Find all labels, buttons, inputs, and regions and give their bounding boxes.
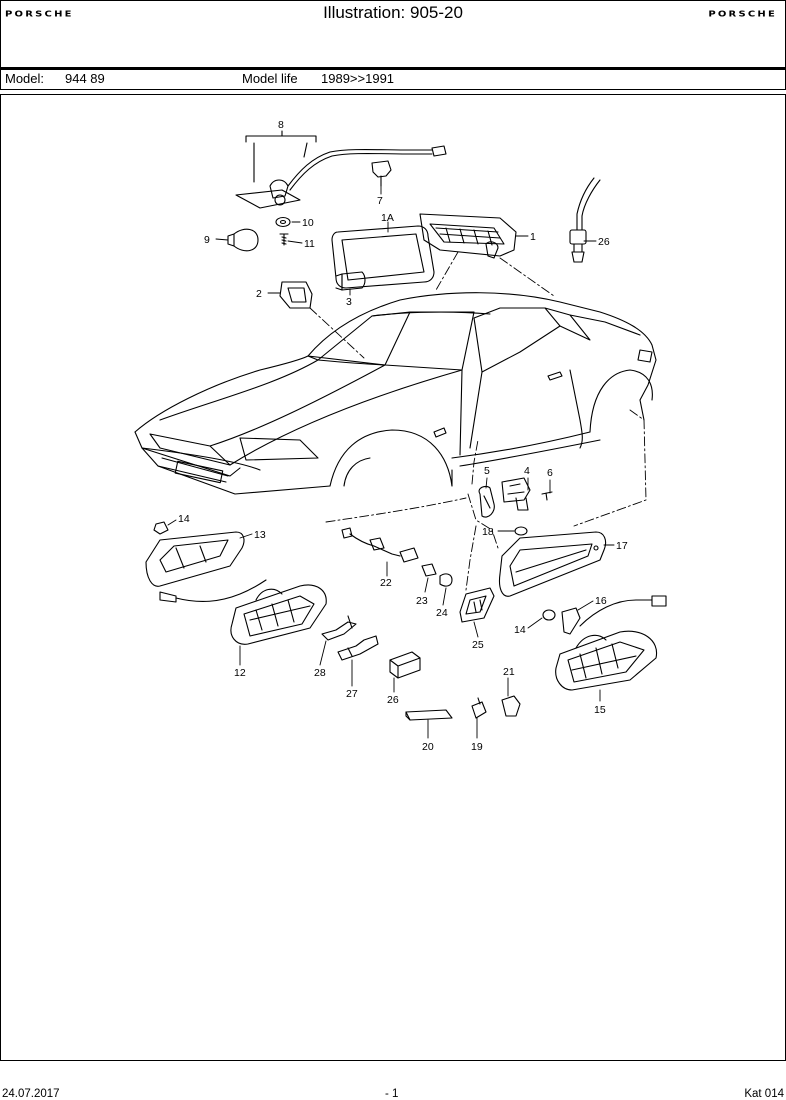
callout-1a: 1A xyxy=(381,212,394,224)
part-20-strip xyxy=(405,709,453,721)
callout-labels: 8 7 10 9 11 1A 1 26 2 3 5 4 6 14 13 18 1… xyxy=(178,119,628,753)
part-24-bulb xyxy=(439,573,453,587)
callout-16: 16 xyxy=(595,595,607,607)
callout-20: 20 xyxy=(422,741,434,753)
callout-26-connector: 26 xyxy=(387,694,399,706)
callout-21: 21 xyxy=(503,666,515,678)
part-2-lamp-housing xyxy=(279,281,313,309)
part-9-bulb xyxy=(227,228,259,252)
callout-17: 17 xyxy=(616,540,628,552)
part-13-marker-housing-left xyxy=(145,531,245,587)
callout-2: 2 xyxy=(256,288,262,300)
part-5-switch-boot xyxy=(478,485,495,518)
callout-8: 8 xyxy=(278,119,284,131)
connector-right xyxy=(651,595,667,607)
part-25-marker-lens xyxy=(459,587,495,623)
part-21-clip xyxy=(501,695,521,717)
porsche-logo-right: PORSCHE xyxy=(708,10,777,19)
model-value: 944 89 xyxy=(65,71,105,86)
part-3-bulb xyxy=(335,271,366,291)
part-11-screw xyxy=(279,233,289,246)
part-26-connector xyxy=(389,651,421,679)
callout-7: 7 xyxy=(377,195,383,207)
part-7-clip xyxy=(371,160,392,187)
callout-24: 24 xyxy=(436,607,448,619)
callout-14-right: 14 xyxy=(514,624,526,636)
model-life-value: 1989>>1991 xyxy=(321,71,395,86)
part-26-sensor xyxy=(569,177,601,263)
part-8-interior-light-assembly xyxy=(235,130,447,209)
callout-leaders xyxy=(167,185,615,739)
part-23-socket xyxy=(421,563,437,577)
callout-27: 27 xyxy=(346,688,358,700)
callout-3: 3 xyxy=(346,296,352,308)
part-12-turn-signal-left xyxy=(230,584,327,645)
part-6-screw xyxy=(541,491,553,501)
callout-18: 18 xyxy=(482,526,494,538)
callout-6: 6 xyxy=(547,467,553,479)
model-life-label: Model life xyxy=(242,71,298,86)
part-18-nut xyxy=(514,526,528,536)
page-number: - 1 xyxy=(385,1088,399,1100)
part-19-clip xyxy=(471,697,487,719)
callout-14-left: 14 xyxy=(178,513,190,525)
callout-19: 19 xyxy=(471,741,483,753)
catalog-code: Kat 014 xyxy=(744,1088,784,1100)
model-bar: Model: 944 89 Model life 1989>>1991 xyxy=(0,67,786,90)
callout-4: 4 xyxy=(524,465,530,477)
part-22-wiring-harness xyxy=(341,527,419,563)
callout-9: 9 xyxy=(204,234,210,246)
porsche-logo-left: PORSCHE xyxy=(5,10,74,19)
cable-right xyxy=(579,599,653,627)
connector-left xyxy=(159,591,177,603)
part-4-door-switch xyxy=(501,477,531,511)
callout-15: 15 xyxy=(594,704,606,716)
assembly-leader-lines xyxy=(309,251,647,591)
car-body-drawing xyxy=(134,292,657,495)
callout-1: 1 xyxy=(530,231,536,243)
part-27-terminal xyxy=(337,635,379,661)
part-17-marker-housing-right xyxy=(498,531,607,597)
callout-26: 26 xyxy=(598,236,610,248)
model-label: Model: xyxy=(5,71,45,86)
callout-13: 13 xyxy=(254,529,266,541)
callout-11: 11 xyxy=(304,238,315,250)
part-14-nut-left xyxy=(153,521,169,535)
part-10-washer xyxy=(275,216,291,228)
callout-23: 23 xyxy=(416,595,428,607)
callout-28: 28 xyxy=(314,667,326,679)
part-14-nut-right xyxy=(542,609,556,621)
print-date: 24.07.2017 xyxy=(2,1088,60,1100)
callout-22: 22 xyxy=(380,577,392,589)
part-28-terminal xyxy=(321,615,357,641)
part-16-bracket xyxy=(561,607,581,635)
part-1-interior-light xyxy=(419,213,517,259)
callout-10: 10 xyxy=(302,217,314,229)
part-15-turn-signal-right xyxy=(555,630,658,691)
callout-25: 25 xyxy=(472,639,484,651)
page-title: Illustration: 905-20 xyxy=(323,3,463,22)
callout-5: 5 xyxy=(484,465,490,477)
callout-12: 12 xyxy=(234,667,246,679)
part-1a-gasket xyxy=(331,225,435,289)
